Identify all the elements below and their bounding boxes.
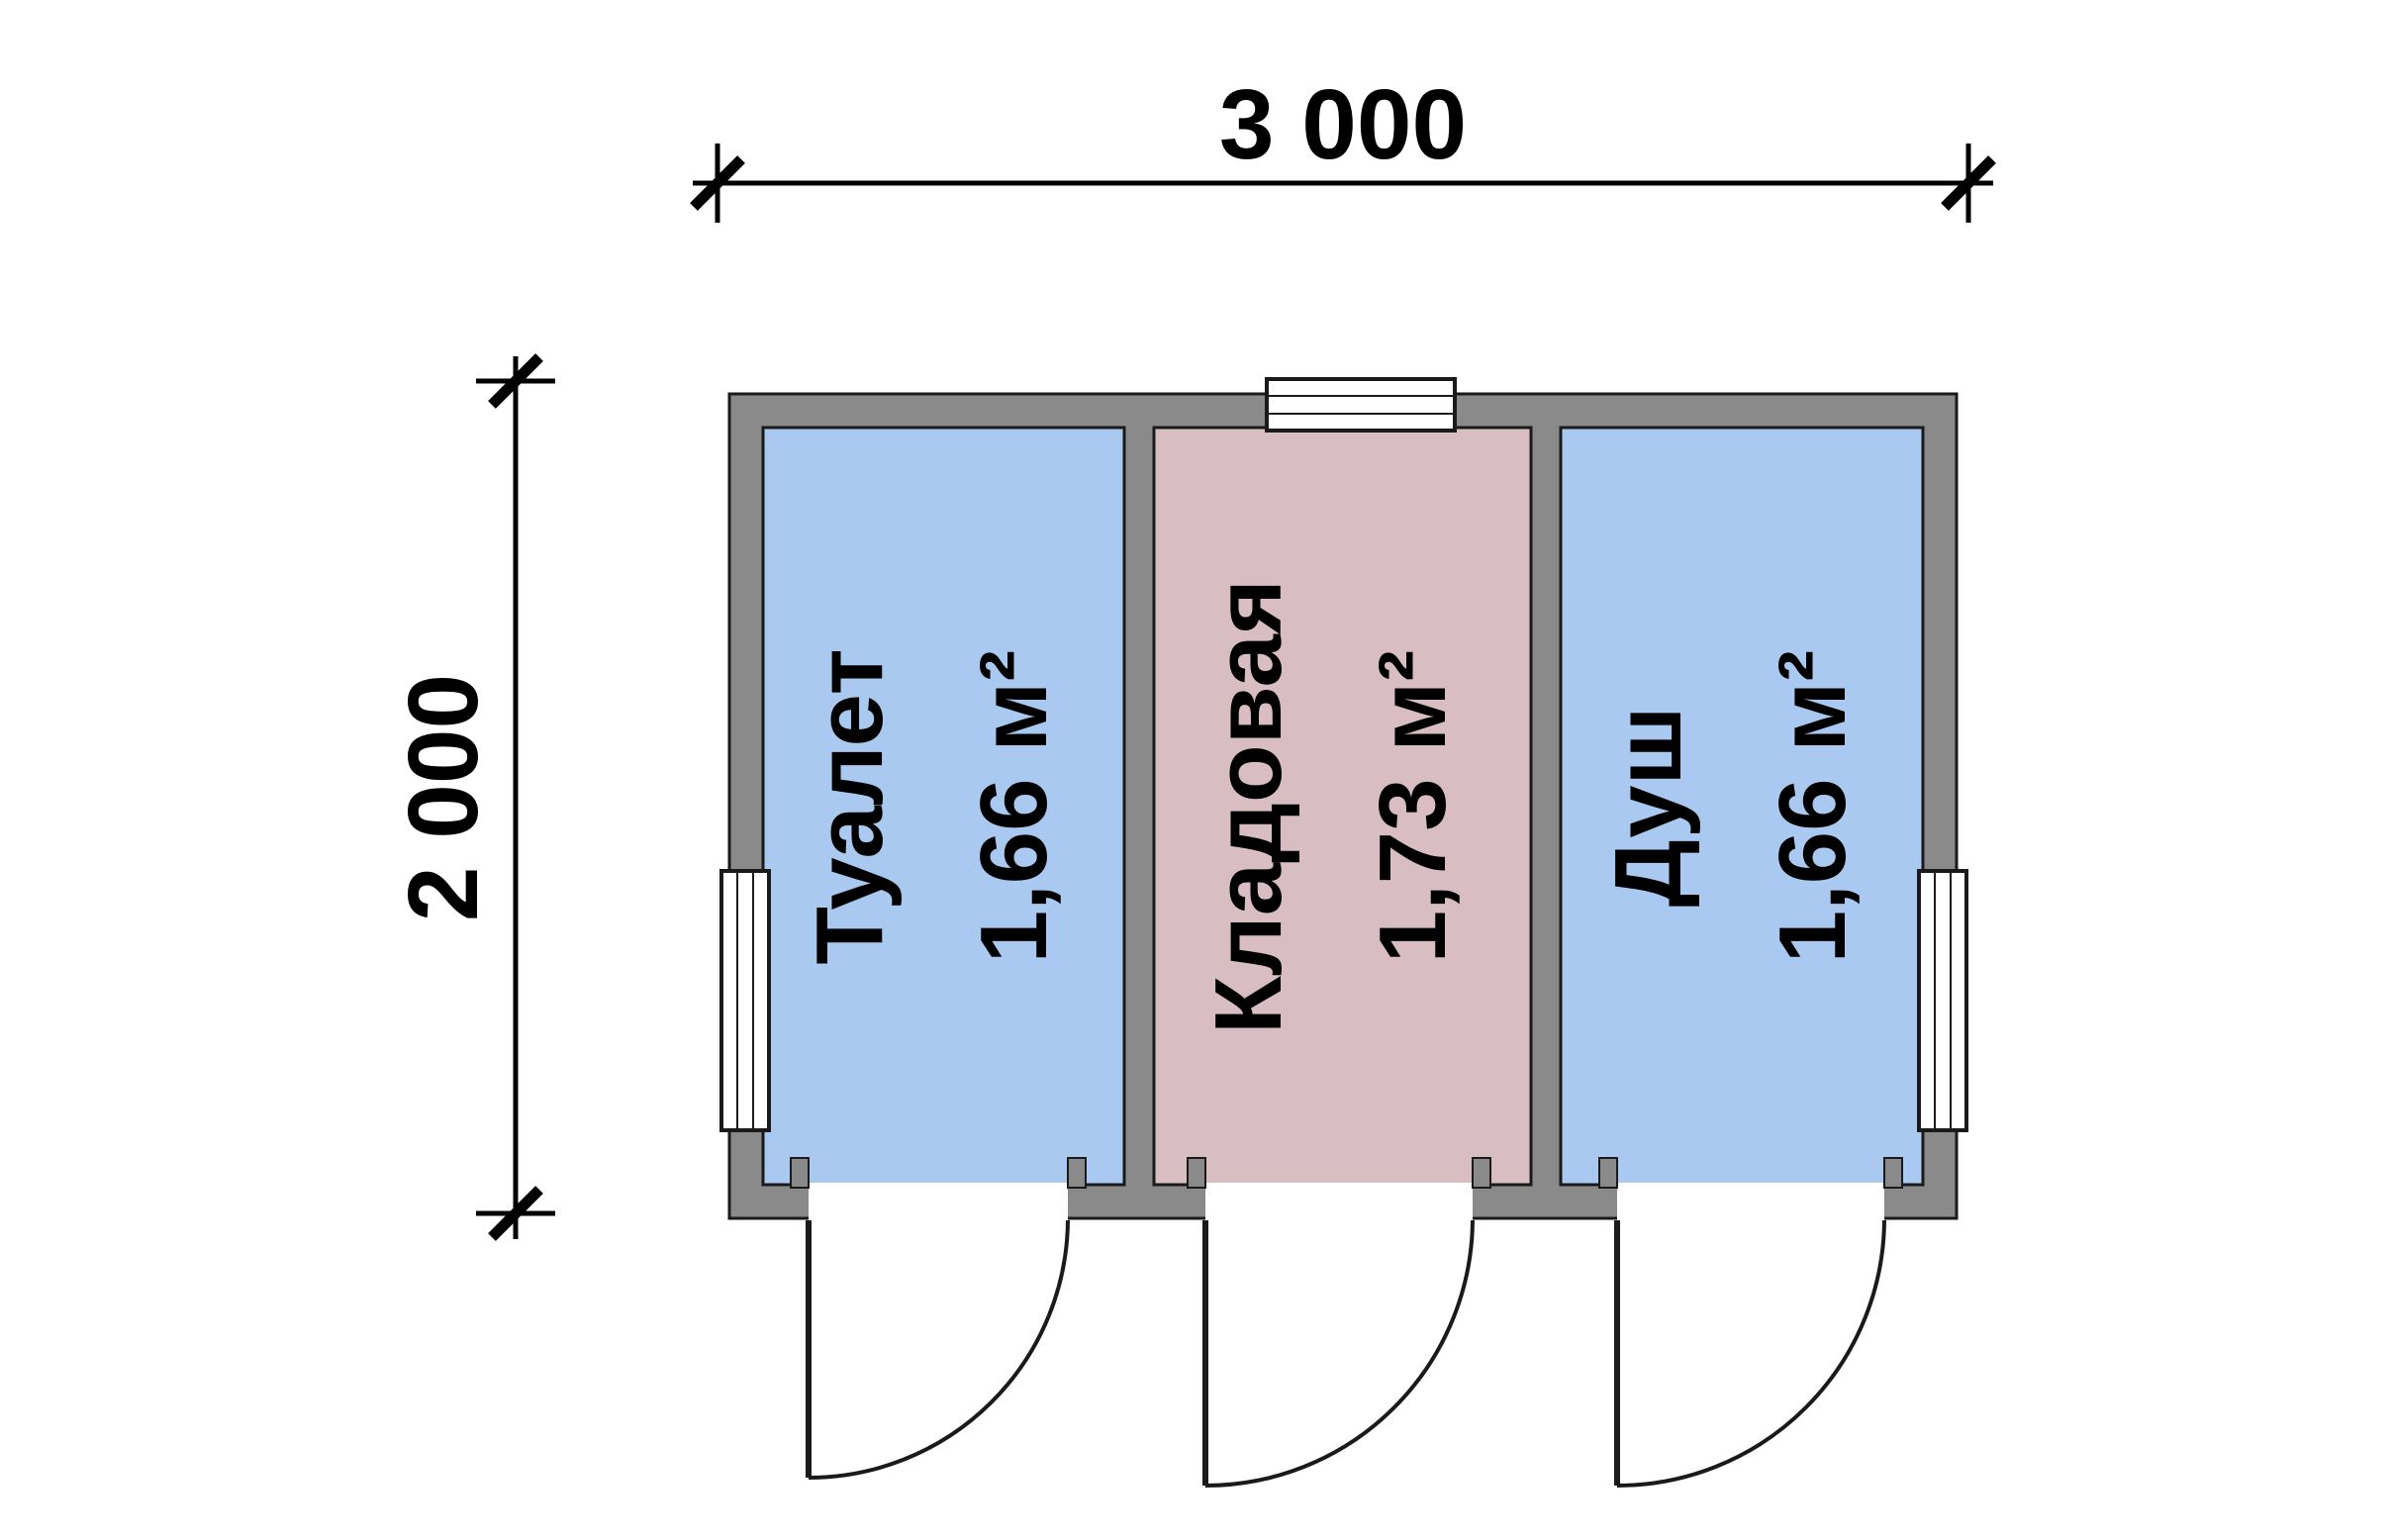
- room-toilet-area: 1,66 м²: [961, 650, 1067, 964]
- door-opening-shower: [1617, 1183, 1884, 1222]
- dimension-width-label: 3 000: [1219, 69, 1467, 180]
- room-shower-area: 1,66 м²: [1760, 650, 1866, 964]
- dimension-height: 2 000: [388, 353, 555, 1241]
- door-opening-storage: [1205, 1183, 1473, 1222]
- room-storage-name: Кладовая: [1196, 579, 1301, 1034]
- window-top: [1265, 377, 1457, 433]
- room-toilet-label-group: Туалет 1,66 м²: [797, 648, 1067, 964]
- door-jambs: [790, 1157, 1903, 1189]
- dimension-tick: [1941, 155, 1996, 211]
- room-storage-label-group: Кладовая 1,73 м²: [1196, 579, 1466, 1034]
- door-arc-shower: [1616, 1219, 1886, 1488]
- dimension-tick: [488, 1186, 543, 1241]
- door-arc-toilet: [808, 1219, 1070, 1480]
- room-toilet-floor: [761, 426, 1126, 1187]
- window-left: [719, 869, 771, 1132]
- door-opening-toilet: [809, 1183, 1068, 1222]
- doors: [806, 1219, 1886, 1488]
- dimension-height-label: 2 000: [388, 674, 499, 921]
- dimension-tick: [690, 155, 745, 211]
- room-shower-name: Душ: [1595, 707, 1701, 908]
- window-right: [1917, 869, 1968, 1132]
- room-storage-area: 1,73 м²: [1360, 650, 1466, 964]
- dimension-tick: [488, 353, 543, 409]
- door-arc-storage: [1204, 1219, 1475, 1488]
- room-shower-label-group: Душ 1,66 м²: [1595, 650, 1866, 964]
- room-shower-floor: [1559, 426, 1925, 1187]
- room-toilet-name: Туалет: [797, 648, 903, 964]
- dimension-width: 3 000: [690, 69, 1996, 223]
